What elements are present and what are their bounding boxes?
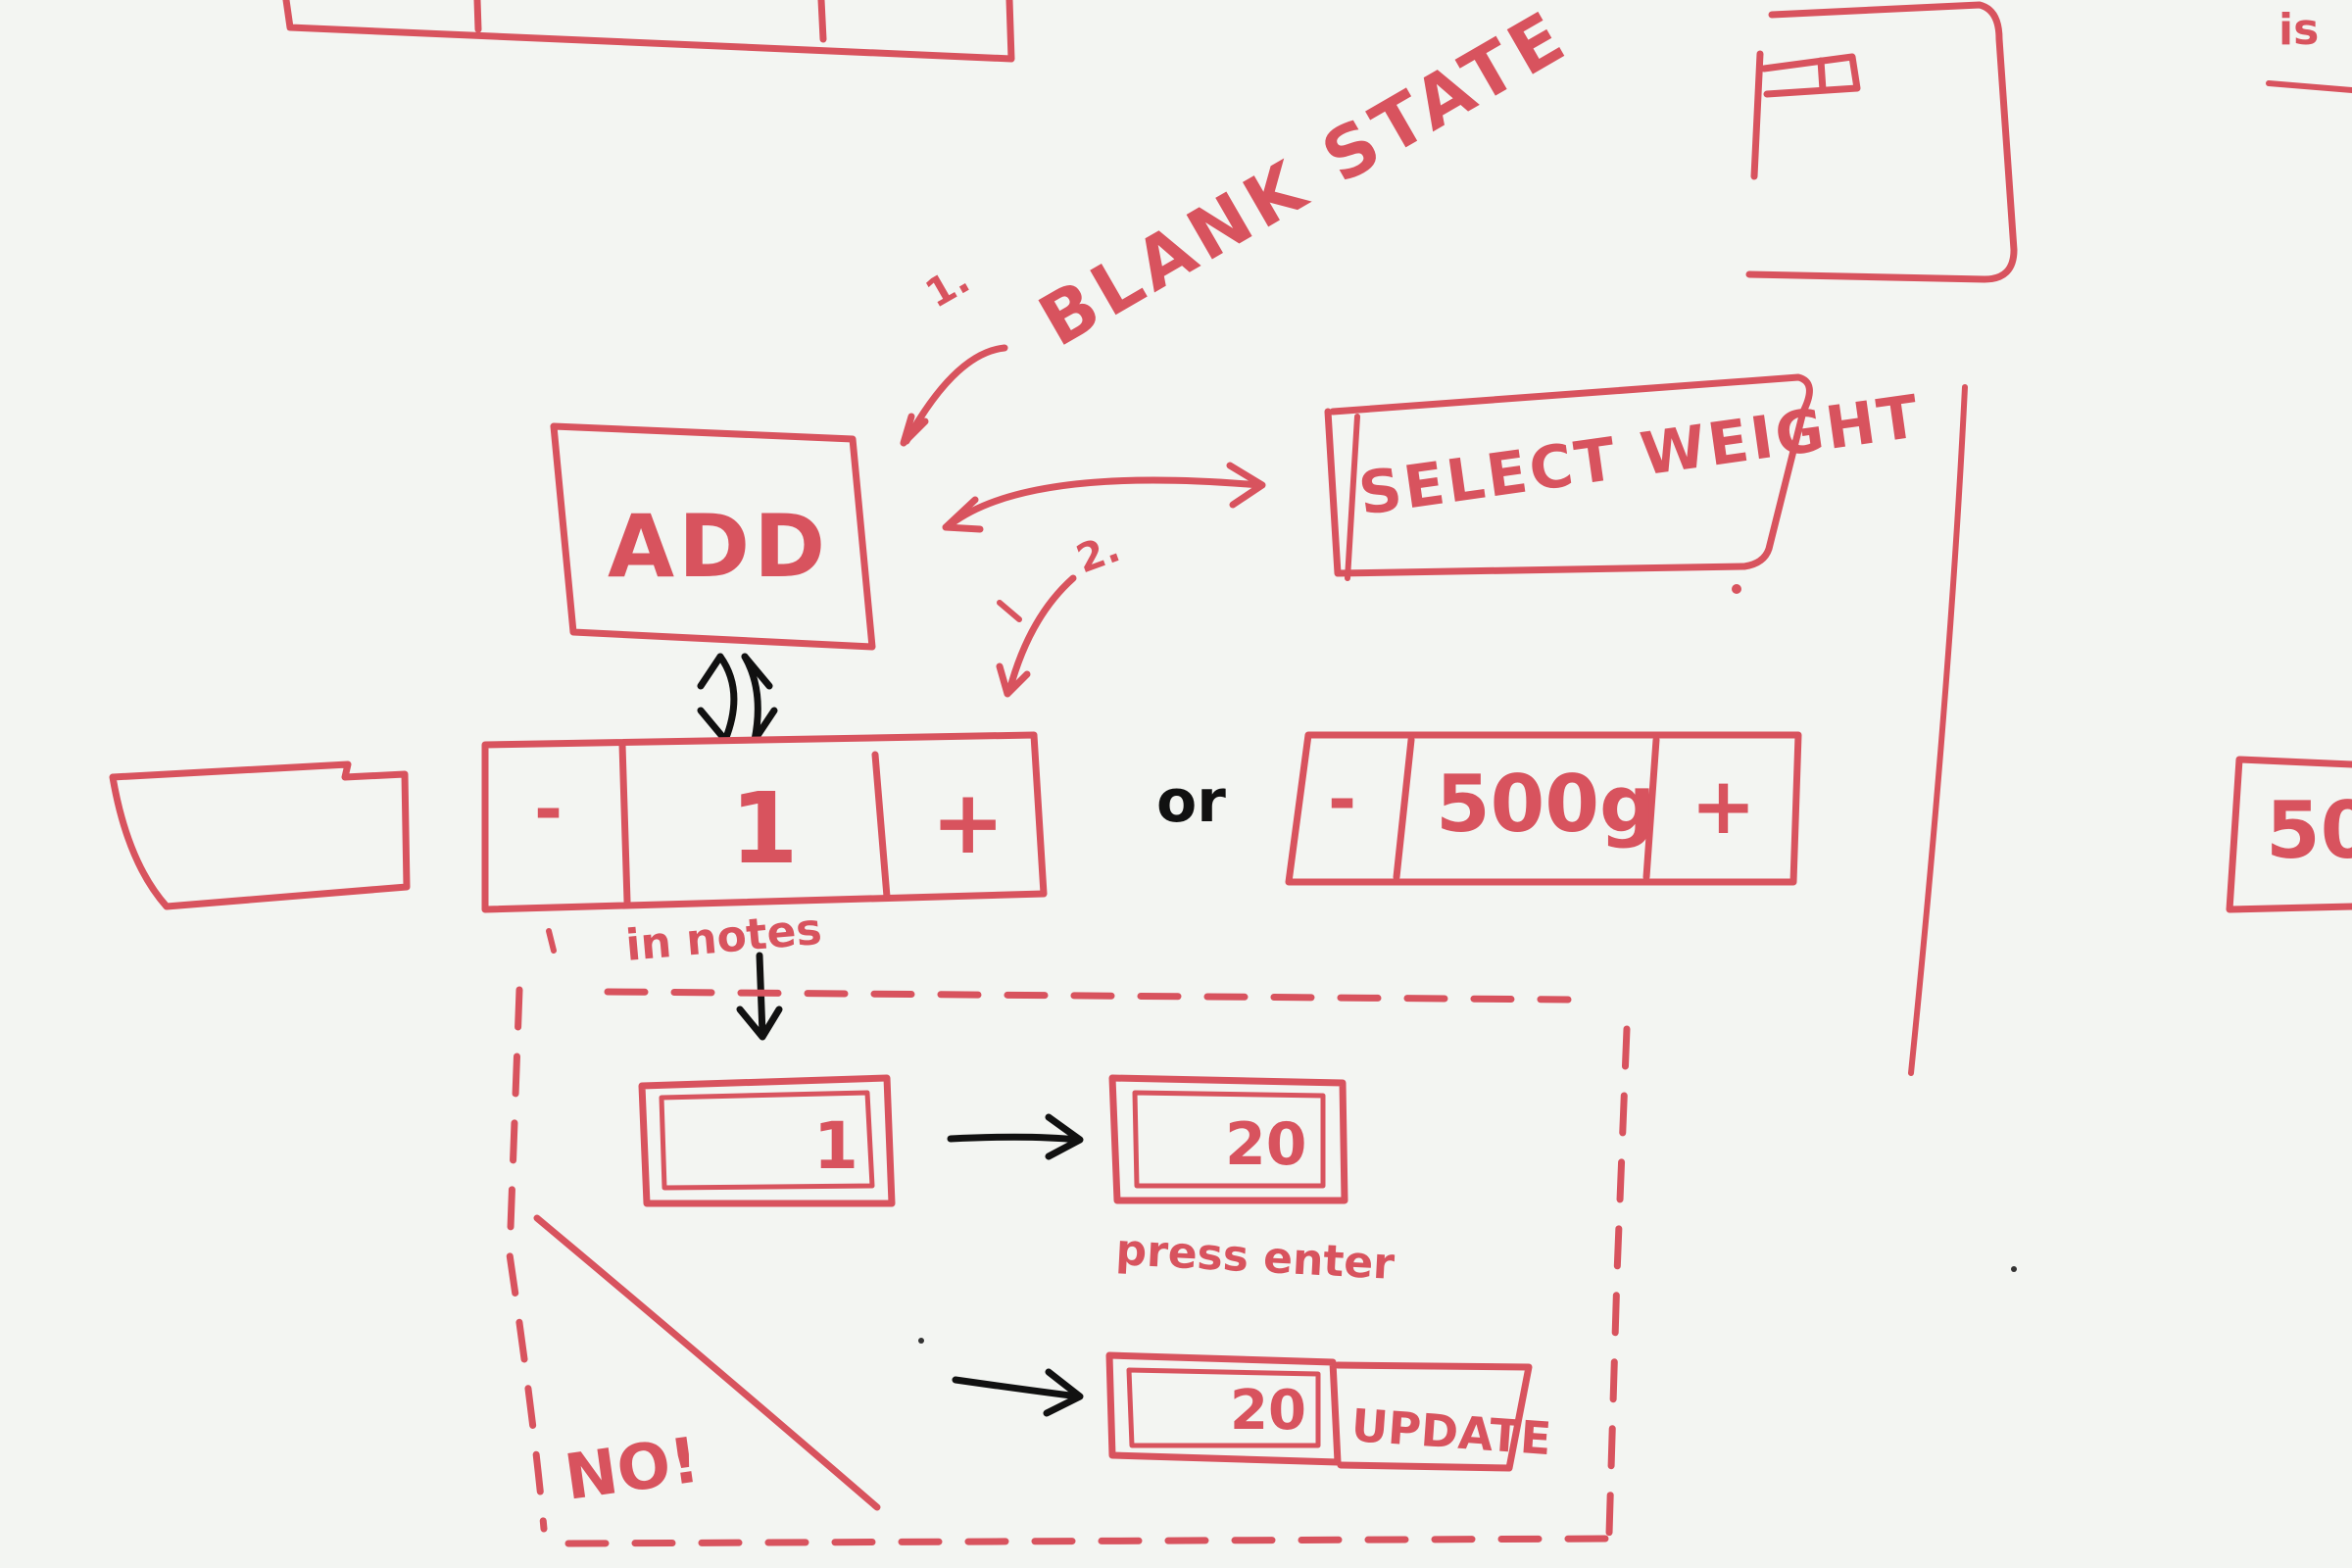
arrow-to-updated-input [947, 1113, 1084, 1160]
add-select-double-arrow [942, 462, 1266, 533]
top-right-card-sketch [1745, 1, 2018, 283]
step-two-annotation: 2. [996, 525, 1126, 698]
stepper-plus-label: + [931, 771, 1004, 874]
right-edge-value: 50 [2266, 785, 2352, 876]
input-initial-value: 1 [813, 1108, 858, 1184]
add-stepper-double-arrow [697, 653, 778, 744]
quantity-stepper-sketch: - 1 + [481, 731, 1048, 913]
dashed-alternatives-region [506, 986, 1631, 1547]
add-label: ADD [608, 496, 829, 597]
input-with-update-button-sketch: 20 UPDATE [1105, 1351, 1553, 1472]
blank-state-arrow [903, 344, 1008, 445]
empty-box-sketch [109, 760, 411, 910]
stepper-value: 1 [730, 771, 799, 886]
top-right-fragment: is [2266, 5, 2352, 93]
top-right-fragment-text: is [2278, 5, 2319, 55]
weight-plus-label: + [1690, 760, 1756, 852]
input-updated-value: 20 [1225, 1110, 1307, 1179]
column-divider [1908, 384, 1968, 1076]
speck [918, 1338, 924, 1344]
strikeout-diagonal [533, 1214, 881, 1511]
weight-minus-label: - [1328, 760, 1356, 840]
add-button-sketch: ADD [550, 422, 876, 651]
or-label: or [1156, 767, 1226, 836]
right-edge-stepper-fragment: 50 [2226, 756, 2352, 913]
arrow-to-update-variant [952, 1368, 1084, 1417]
speck [2011, 1266, 2017, 1272]
stepper-minus-label: - [534, 769, 563, 850]
input-field-initial-sketch: 1 [638, 1074, 896, 1207]
weight-value: 500g [1436, 759, 1655, 850]
input-with-update-value: 20 [1230, 1379, 1306, 1443]
weight-stepper-sketch: - 500g + [1285, 731, 1802, 886]
input-field-updated-sketch: 20 [1108, 1074, 1348, 1204]
top-table-fragment [282, 0, 1015, 63]
